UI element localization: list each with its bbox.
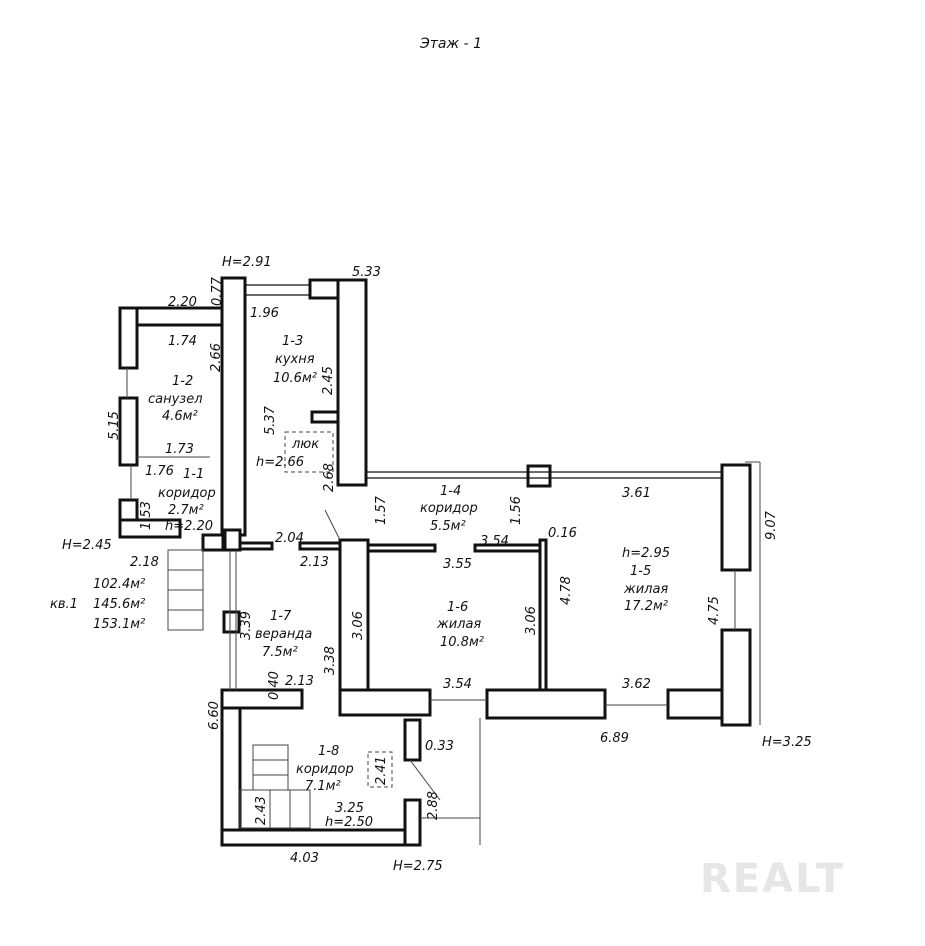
hatch-label: люк h=2.66 xyxy=(256,437,319,470)
dimension-label: 2.45 xyxy=(321,366,336,395)
plan-label: коридор xyxy=(296,762,354,777)
dimension-label: 4.03 xyxy=(290,851,319,866)
dimension-label: 2.20 xyxy=(168,295,197,310)
dimension-label: 3.61 xyxy=(622,486,651,501)
dimension-label: 2.66 xyxy=(209,343,224,372)
plan-label: h=2.20 xyxy=(165,519,213,534)
room-1-3: 1-3 кухня 10.6м² xyxy=(273,334,317,386)
plan-label: 1-1 xyxy=(183,467,204,482)
room-1-6: 1-6 жилая 10.8м² xyxy=(436,600,484,650)
plan-label: H=2.91 xyxy=(222,255,272,270)
plan-label: 1-6 xyxy=(447,600,468,615)
dimension-label: 5.37 xyxy=(263,405,278,435)
plan-label: жилая xyxy=(623,582,668,597)
room-1-2: 1-2 санузел 4.6м² xyxy=(148,374,203,424)
dimension-label: 1.74 xyxy=(168,334,197,349)
dimension-label: 2.41 xyxy=(374,756,389,785)
dimension-label: 5.15 xyxy=(107,411,122,440)
plan-label: H=2.45 xyxy=(62,538,112,553)
plan-label: 1-4 xyxy=(440,484,461,499)
dimension-label: 2.68 xyxy=(322,463,337,492)
dimension-label: 3.25 xyxy=(335,801,364,816)
room-1-8: 1-8 коридор 7.1м² h=2.50 xyxy=(296,744,373,830)
plan-label: 1-3 xyxy=(282,334,303,349)
dimension-label: 4.78 xyxy=(559,576,574,605)
dimension-label: 0.16 xyxy=(548,526,577,541)
hatch-outline xyxy=(284,431,334,473)
hatch-outline-2 xyxy=(367,751,393,788)
walls xyxy=(118,276,752,847)
plan-label: H=3.25 xyxy=(762,735,812,750)
plan-label: 102.4м² xyxy=(93,577,145,592)
dimension-label: 4.75 xyxy=(707,596,722,625)
dimension-label: 1.57 xyxy=(374,495,389,525)
dimension-label: 5.33 xyxy=(352,265,381,280)
plan-label: H=2.75 xyxy=(393,859,443,874)
dimension-label: 2.13 xyxy=(285,674,314,689)
plan-label: коридор xyxy=(158,486,216,501)
dimension-label: 9.07 xyxy=(764,510,779,540)
plan-label: люк xyxy=(291,437,319,452)
plan-label: h=2.50 xyxy=(325,815,373,830)
plan-label: h=2.95 xyxy=(622,546,670,561)
dimension-label: 0.33 xyxy=(425,739,454,754)
room-1-7: 1-7 веранда 7.5м² xyxy=(255,609,312,660)
dimension-label: 3.39 xyxy=(239,611,254,640)
plan-label: 153.1м² xyxy=(93,617,145,632)
plan-label: коридор xyxy=(420,501,478,516)
plan-label: санузел xyxy=(148,392,203,407)
dimension-label: 3.54 xyxy=(443,677,472,692)
dimension-label: 3.62 xyxy=(622,677,651,692)
plan-label: 145.6м² xyxy=(93,597,145,612)
plan-label: кв.1 xyxy=(50,597,78,612)
dimension-label: 1.73 xyxy=(165,442,194,457)
dimension-label: 3.54 xyxy=(480,534,509,549)
plan-label: 1-7 xyxy=(270,609,292,624)
dimension-label: 1.56 xyxy=(509,496,524,525)
plan-label: 1-8 xyxy=(318,744,339,759)
dimension-label: 2.13 xyxy=(300,555,329,570)
dimension-label: 3.06 xyxy=(351,611,366,640)
plan-label: 1-2 xyxy=(172,374,193,389)
watermark-logo: REALT xyxy=(700,856,845,902)
plan-label: 2.7м² xyxy=(168,503,204,518)
plan-label: кухня xyxy=(275,352,315,367)
room-1-1: 1-1 коридор 2.7м² h=2.20 xyxy=(158,467,216,534)
level-marks: H=2.91 H=2.45 H=3.25 H=2.75 xyxy=(62,255,812,874)
dimension-label: 1.96 xyxy=(250,306,279,321)
apartment-summary: кв.1 102.4м² 145.6м² 153.1м² xyxy=(50,577,145,632)
room-1-4: 1-4 коридор 5.5м² xyxy=(420,484,478,534)
dimension-label: 3.38 xyxy=(323,646,338,675)
plan-label: 7.5м² xyxy=(262,645,298,660)
plan-label: 17.2м² xyxy=(624,599,668,614)
dimension-label: 3.55 xyxy=(443,557,472,572)
dimension-label: 2.18 xyxy=(130,555,159,570)
room-1-5: h=2.95 1-5 жилая 17.2м² xyxy=(622,546,670,614)
plan-label: 7.1м² xyxy=(305,779,341,794)
dimension-label: 2.88 xyxy=(426,791,441,820)
plan-label: 5.5м² xyxy=(430,519,466,534)
dimension-label: 3.06 xyxy=(524,606,539,635)
dimension-labels: 5.33 2.20 0.77 1.96 1.74 2.66 2.45 5.37 … xyxy=(107,265,779,866)
thin-lines xyxy=(126,284,761,845)
plan-label: h=2.66 xyxy=(256,455,304,470)
dimension-label: 6.89 xyxy=(600,731,629,746)
plan-label: жилая xyxy=(436,617,481,632)
plan-label: 10.6м² xyxy=(273,371,317,386)
dimension-label: 6.60 xyxy=(207,701,222,730)
dimension-label: 2.43 xyxy=(254,796,269,825)
plan-label: 4.6м² xyxy=(162,409,198,424)
plan-label: веранда xyxy=(255,627,312,642)
dimension-label: 1.53 xyxy=(139,501,154,530)
dimension-label: 1.76 xyxy=(145,464,174,479)
plan-label: 1-5 xyxy=(630,564,651,579)
dimension-label: 0.77 xyxy=(210,276,225,306)
dimension-label: 2.04 xyxy=(275,531,304,546)
floor-title: Этаж - 1 xyxy=(419,36,482,52)
plan-label: 10.8м² xyxy=(440,635,484,650)
dimension-label: 0.40 xyxy=(267,671,282,700)
